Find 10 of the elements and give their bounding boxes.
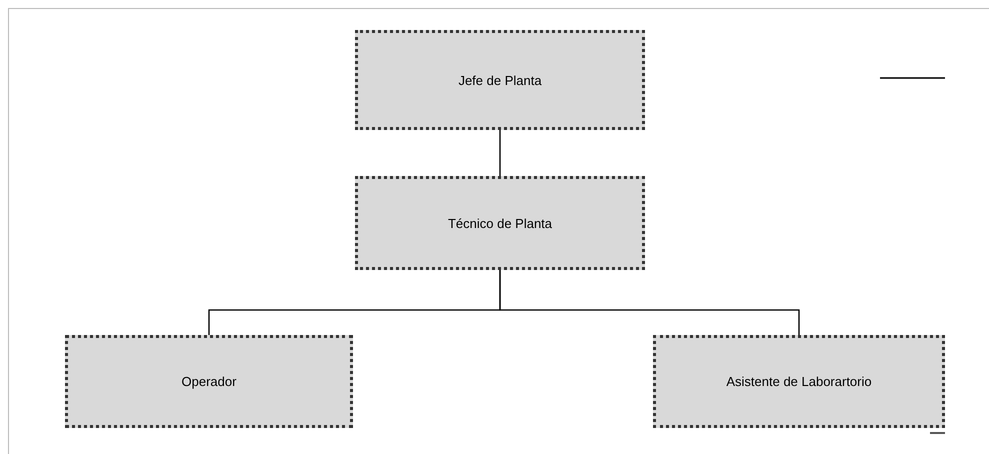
connector-line xyxy=(499,130,501,176)
position-title: Técnico de Planta xyxy=(446,216,554,230)
position-box xyxy=(653,335,945,428)
position-box xyxy=(65,335,353,428)
connector-line xyxy=(499,270,800,335)
position-box xyxy=(355,30,645,130)
position-title: Asistente de Laborartorio xyxy=(725,374,873,389)
position-box xyxy=(355,176,645,270)
position-title: Operador xyxy=(180,374,238,389)
position-title: Jefe de Planta xyxy=(457,72,543,88)
